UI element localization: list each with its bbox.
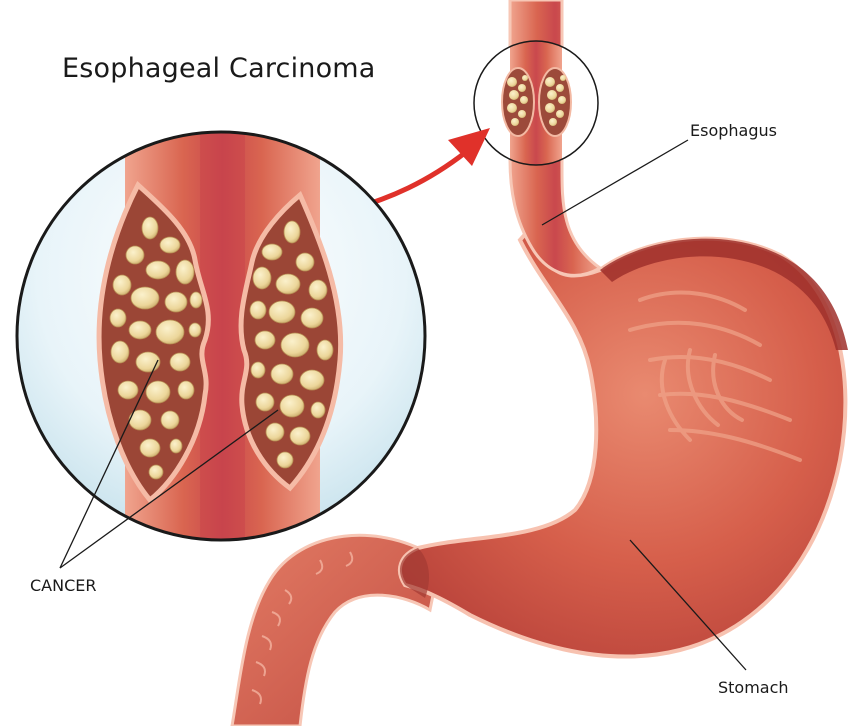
magnified-view bbox=[17, 120, 425, 545]
stomach-label: Stomach bbox=[718, 678, 789, 697]
diagram-title: Esophageal Carcinoma bbox=[62, 53, 376, 84]
esophagus-label: Esophagus bbox=[690, 121, 777, 140]
tumor-location-marker bbox=[470, 40, 610, 170]
cancer-label: CANCER bbox=[30, 576, 96, 595]
